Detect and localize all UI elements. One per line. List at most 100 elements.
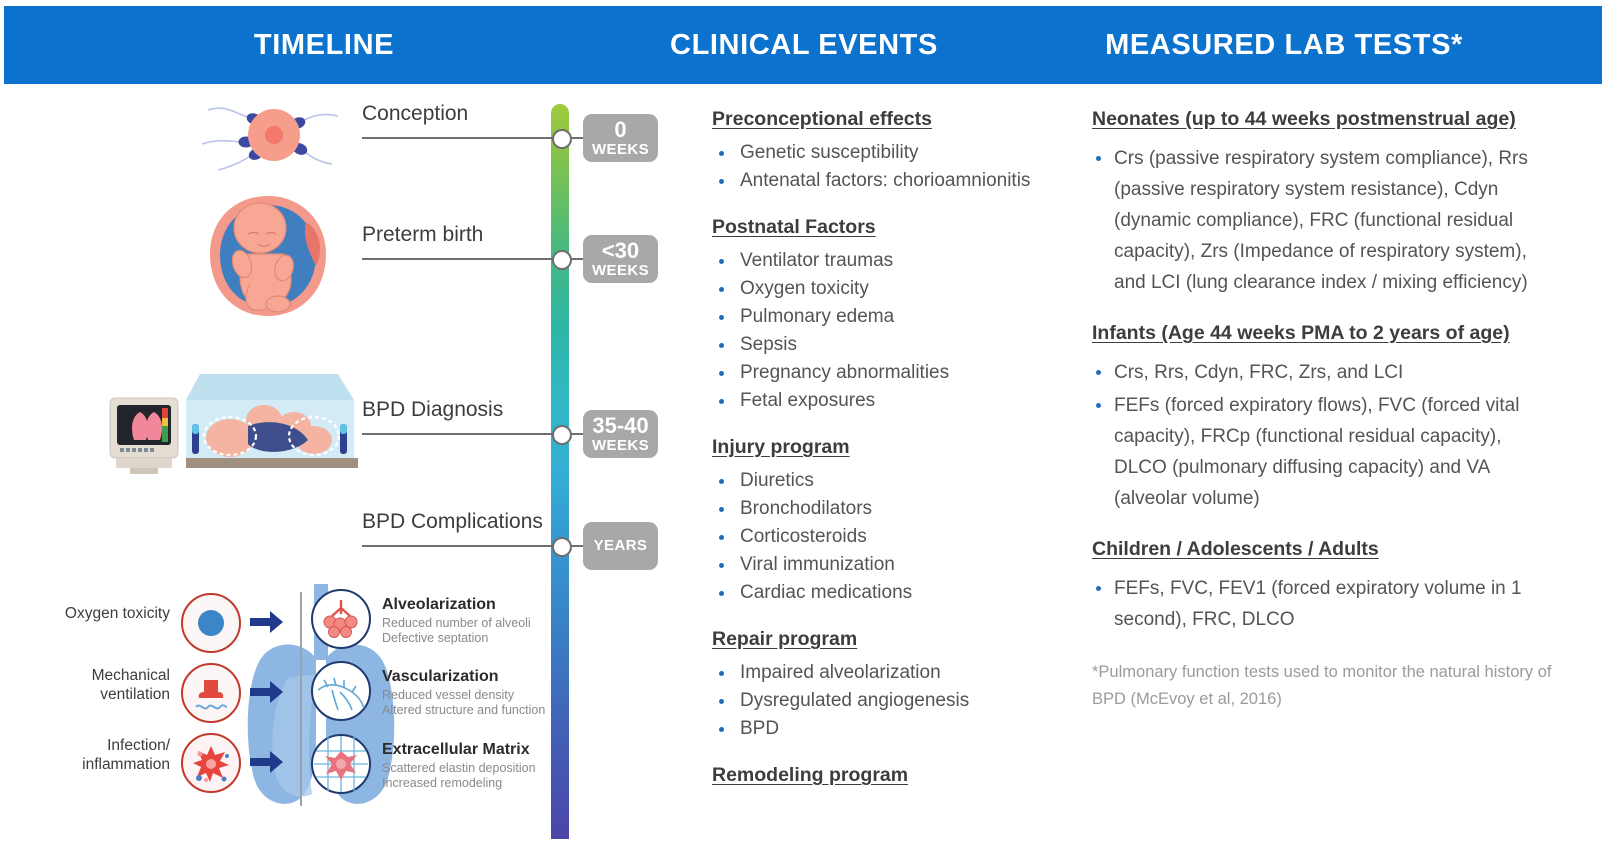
section-heading: Neonates (up to 44 weeks postmenstrual a… — [1092, 108, 1516, 130]
section-list: Genetic susceptibility Antenatal factors… — [712, 140, 1072, 194]
timeline-dot-preterm-birth — [552, 250, 572, 270]
timeline-connector-left — [362, 545, 554, 547]
list-item: Sepsis — [712, 332, 1072, 358]
list-item: Dysregulated angiogenesis — [712, 688, 1072, 714]
list-item: BPD — [712, 716, 1072, 742]
cause-label-mechanical-ventilation: Mechanical ventilation — [91, 667, 170, 703]
arrow-right-icon — [250, 611, 283, 633]
timeline-connector-right — [568, 258, 588, 260]
outcome-line-2: Increased remodeling — [382, 776, 503, 790]
timeline-badge-preterm-birth: <30 WEEKS — [583, 235, 658, 283]
column-header-timeline: TIMELINE — [253, 28, 395, 61]
section-heading: Postnatal Factors — [712, 216, 876, 238]
timeline-badge-bpd-diagnosis: 35-40 WEEKS — [583, 410, 658, 458]
lab-section: Infants (Age 44 weeks PMA to 2 years of … — [1092, 322, 1552, 514]
neonatal-incubator-illustration — [108, 352, 358, 477]
outcome-title-vascularization: Vascularization — [382, 668, 499, 685]
outcome-line-1: Scattered elastin deposition — [382, 761, 536, 775]
section-list: FEFs, FVC, FEV1 (forced expiratory volum… — [1092, 573, 1552, 635]
timeline-label-conception: Conception — [362, 102, 469, 125]
lab-tests-footnote: *Pulmonary function tests used to monito… — [1092, 663, 1552, 708]
mechanical-ventilation-icon — [181, 663, 241, 723]
lab-tests-column: Neonates (up to 44 weeks postmenstrual a… — [1092, 108, 1552, 713]
timeline-connector-right — [568, 137, 588, 139]
section-heading: Infants (Age 44 weeks PMA to 2 years of … — [1092, 322, 1510, 344]
outcome-line-2: Defective septation — [382, 631, 489, 645]
clinical-section: Preconceptional effects Genetic suscepti… — [712, 108, 1072, 194]
alveoli-icon — [311, 589, 371, 649]
outcome-line-1: Reduced vessel density — [382, 688, 515, 702]
conception-sperm-egg-illustration — [196, 92, 346, 177]
badge-value: 0 — [614, 116, 627, 142]
badge-value: <30 — [601, 237, 640, 263]
list-item: Cardiac medications — [712, 580, 1072, 606]
section-heading: Repair program — [712, 628, 858, 650]
lab-section: Children / Adolescents / Adults FEFs, FV… — [1092, 538, 1552, 635]
section-list: Crs, Rrs, Cdyn, FRC, Zrs, and LCI FEFs (… — [1092, 357, 1552, 514]
outcome-title-alveolarization: Alveolarization — [382, 596, 496, 613]
outcome-line-1: Reduced number of alveoli — [382, 616, 531, 630]
oxygen-toxicity-icon — [181, 593, 241, 653]
badge-value: 35-40 — [592, 412, 649, 438]
list-item: Viral immunization — [712, 552, 1072, 578]
list-item: FEFs (forced expiratory flows), FVC (for… — [1092, 390, 1552, 514]
badge-unit: YEARS — [593, 537, 648, 555]
clinical-events-column: Preconceptional effects Genetic suscepti… — [712, 108, 1072, 809]
timeline-label-preterm-birth: Preterm birth — [362, 223, 484, 246]
outcome-line-2: Altered structure and function — [382, 703, 546, 717]
lab-section: Neonates (up to 44 weeks postmenstrual a… — [1092, 108, 1552, 298]
arrow-right-icon — [250, 751, 283, 773]
timeline-label-bpd-complications: BPD Complications — [362, 510, 543, 533]
list-item: Diuretics — [712, 468, 1072, 494]
list-item: FEFs, FVC, FEV1 (forced expiratory volum… — [1092, 573, 1552, 635]
list-item: Pulmonary edema — [712, 304, 1072, 330]
timeline-badge-bpd-complications: YEARS — [583, 522, 658, 570]
clinical-section: Repair program Impaired alveolarization … — [712, 628, 1072, 742]
outcome-bracket — [300, 592, 302, 806]
section-list: Crs (passive respiratory system complian… — [1092, 143, 1552, 298]
timeline-connector-left — [362, 137, 554, 139]
header-bar: TIMELINE CLINICAL EVENTS MEASURED LAB TE… — [4, 6, 1602, 84]
timeline-column: Conception 0 WEEKS Preterm birth <30 WEE… — [0, 84, 680, 841]
badge-unit: WEEKS — [591, 140, 649, 158]
list-item: Crs (passive respiratory system complian… — [1092, 143, 1552, 298]
column-header-measured-lab-tests: MEASURED LAB TESTS* — [1105, 28, 1463, 61]
list-item: Antenatal factors: chorioamnionitis — [712, 168, 1072, 194]
section-heading: Preconceptional effects — [712, 108, 932, 130]
list-item: Ventilator traumas — [712, 248, 1072, 274]
fetus-in-womb-illustration — [198, 192, 338, 320]
badge-unit: WEEKS — [591, 436, 649, 454]
list-item: Oxygen toxicity — [712, 276, 1072, 302]
timeline-connector-left — [362, 433, 554, 435]
list-item: Corticosteroids — [712, 524, 1072, 550]
list-item: Fetal exposures — [712, 388, 1072, 414]
cause-label-oxygen-toxicity: Oxygen toxicity — [64, 605, 170, 622]
infection-inflammation-icon — [181, 733, 241, 793]
badge-unit: WEEKS — [591, 261, 649, 279]
section-heading: Remodeling program — [712, 764, 909, 786]
clinical-section: Remodeling program — [712, 764, 1072, 787]
timeline-dot-bpd-diagnosis — [552, 425, 572, 445]
section-heading: Injury program — [712, 436, 850, 458]
timeline-badge-conception: 0 WEEKS — [583, 114, 658, 162]
timeline-connector-right — [568, 545, 588, 547]
section-list: Diuretics Bronchodilators Corticosteroid… — [712, 468, 1072, 606]
timeline-connector-right — [568, 433, 588, 435]
timeline-dot-bpd-complications — [552, 537, 572, 557]
arrow-right-icon — [250, 681, 283, 703]
outcome-title-extracellular-matrix: Extracellular Matrix — [382, 741, 530, 758]
section-heading: Children / Adolescents / Adults — [1092, 538, 1379, 560]
cause-label-infection-inflammation: Infection/ inflammation — [82, 737, 170, 773]
timeline-connector-left — [362, 258, 554, 260]
list-item: Crs, Rrs, Cdyn, FRC, Zrs, and LCI — [1092, 357, 1552, 388]
lung-mechanism-diagram: Oxygen toxicity Mechanical ventilation I… — [60, 578, 580, 828]
vasculature-icon — [311, 661, 371, 721]
list-item: Genetic susceptibility — [712, 140, 1072, 166]
list-item: Bronchodilators — [712, 496, 1072, 522]
list-item: Pregnancy abnormalities — [712, 360, 1072, 386]
section-list: Ventilator traumas Oxygen toxicity Pulmo… — [712, 248, 1072, 414]
section-list: Impaired alveolarization Dysregulated an… — [712, 660, 1072, 742]
timeline-dot-conception — [552, 129, 572, 149]
timeline-label-bpd-diagnosis: BPD Diagnosis — [362, 398, 504, 421]
